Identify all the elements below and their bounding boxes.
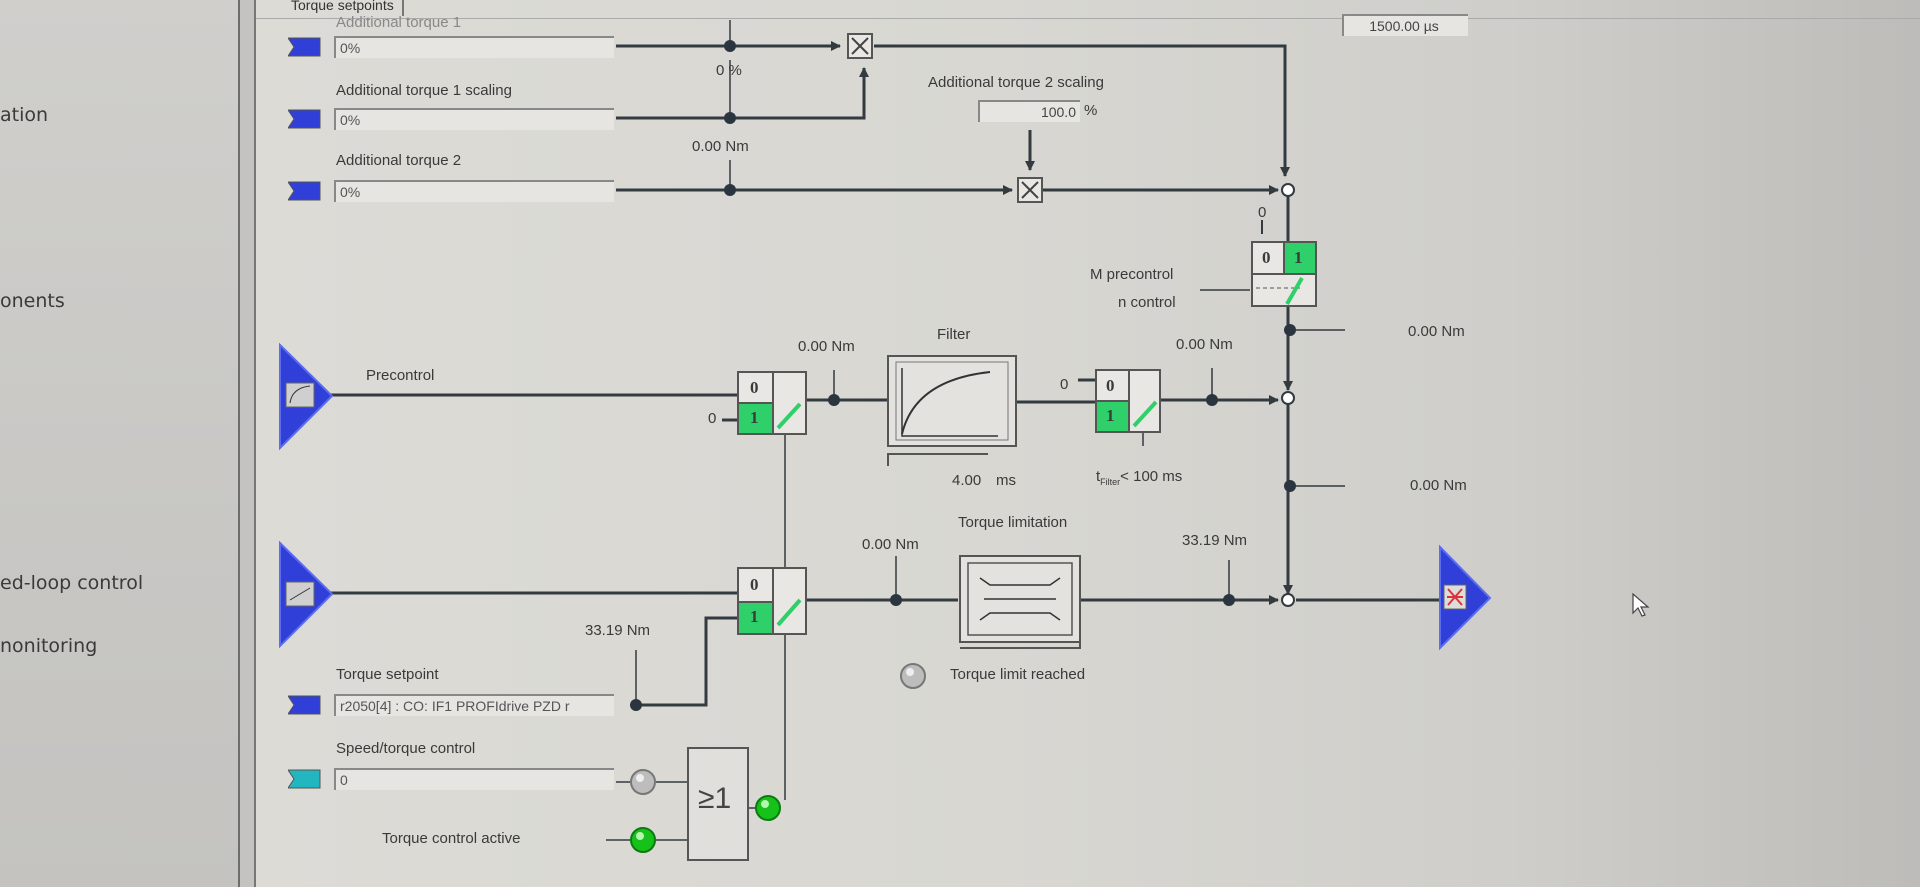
add-torque-1-field[interactable]: 0%: [334, 36, 614, 58]
mode-switch-pos1: 1: [1294, 248, 1303, 267]
filter-switch-zero: 0: [1060, 376, 1069, 393]
filter-label: Filter: [937, 326, 971, 343]
torque-control-active-label: Torque control active: [382, 830, 521, 847]
or-output-led: [755, 795, 781, 821]
switch-filter: [1095, 369, 1161, 433]
speed-torque-control-label: Speed/torque control: [336, 740, 476, 757]
filter-switch-pos1: 1: [1106, 406, 1115, 425]
add1-scaling-readout: 0 %: [716, 62, 742, 79]
filter-time-unit: ms: [996, 472, 1016, 489]
torque-setpoint-field[interactable]: r2050[4] : CO: IF1 PROFIdrive PZD r: [334, 694, 614, 716]
connector-flag-icon[interactable]: [288, 768, 326, 790]
add2-scaling-label: Additional torque 2 scaling: [928, 74, 1104, 91]
tfilter-condition: tFilter< 100 ms: [1096, 468, 1183, 487]
precontrol-switch-pos1: 1: [750, 408, 759, 427]
add2-readout: 0.00 Nm: [692, 138, 749, 155]
tab-torque-setpoints[interactable]: Torque setpoints: [283, 0, 404, 16]
switch-precontrol: [737, 371, 807, 435]
mode-switch-zero: 0: [1258, 204, 1267, 221]
speed-torque-led: [630, 769, 656, 795]
filter-block: [887, 355, 1017, 466]
wire-setpoint: [636, 616, 738, 707]
precontrol-input-connector: [279, 342, 334, 451]
sidebar-item-components[interactable]: onents: [0, 290, 65, 312]
torque-switch-pos1: 1: [750, 607, 759, 626]
or-gate-label: ≥1: [698, 782, 732, 815]
connector-flag-icon[interactable]: [288, 180, 326, 202]
add-torque-1-scaling-field[interactable]: 0%: [334, 108, 614, 130]
precontrol-switch-pos0: 0: [750, 378, 759, 397]
switch-mode: [1251, 241, 1317, 307]
add-torque-1-scaling-label: Additional torque 1 scaling: [336, 82, 512, 99]
speed-input-connector: [279, 540, 334, 649]
mouse-cursor-icon: [1632, 593, 1650, 617]
limit-out-readout: 33.19 Nm: [1182, 532, 1248, 549]
precontrol-switch-zero: 0: [708, 410, 717, 427]
torque-limitation-block: [959, 555, 1081, 649]
setpoint-readout: 33.19 Nm: [585, 622, 651, 639]
diagram-panel: [256, 0, 1920, 887]
splitter[interactable]: [240, 0, 256, 887]
add2-scaling-unit: %: [1084, 102, 1098, 119]
cycle-time-field: 1500.00 µs: [1342, 14, 1468, 36]
right-readout-2: 0.00 Nm: [1410, 477, 1467, 494]
right-readout-1: 0.00 Nm: [1408, 323, 1465, 340]
sidebar-item-monitoring[interactable]: nonitoring: [0, 635, 98, 657]
torque-setpoint-label: Torque setpoint: [336, 666, 439, 683]
wire-mult1-out: [874, 44, 1290, 177]
switch-torque: [737, 567, 807, 635]
filter-time-value[interactable]: 4.00: [952, 472, 982, 489]
tab-divider: [256, 18, 1920, 19]
torque-switch-pos0: 0: [750, 575, 759, 594]
torque-limit-led: [900, 663, 926, 689]
multiplier-1: [847, 33, 873, 59]
mode-switch-pos0: 0: [1262, 248, 1271, 267]
torque-limitation-label: Torque limitation: [958, 514, 1068, 531]
m-precontrol-label: M precontrol: [1090, 266, 1174, 283]
add-torque-1-label: Additional torque 1: [336, 14, 462, 31]
torque-output-connector: [1439, 544, 1492, 651]
torque-control-active-led: [630, 827, 656, 853]
speed-torque-control-field[interactable]: 0: [334, 768, 614, 790]
navigation-sidebar: ation onents ed-loop control nonitoring: [0, 0, 240, 887]
filter-switch-pos0: 0: [1106, 376, 1115, 395]
connector-flag-icon[interactable]: [288, 108, 326, 130]
sidebar-item-configuration[interactable]: ation: [0, 104, 49, 126]
sidebar-item-closed-loop-control[interactable]: ed-loop control: [0, 572, 144, 594]
add-torque-2-label: Additional torque 2: [336, 152, 462, 169]
precontrol-label: Precontrol: [366, 367, 435, 384]
or-gate: [687, 747, 749, 861]
torque-limit-reached-label: Torque limit reached: [950, 666, 1086, 683]
n-control-label: n control: [1118, 294, 1176, 311]
connector-flag-icon[interactable]: [288, 36, 326, 58]
precontrol-readout: 0.00 Nm: [798, 338, 855, 355]
multiplier-2: [1017, 177, 1043, 203]
filter-out-readout: 0.00 Nm: [1176, 336, 1233, 353]
torque-switch-readout: 0.00 Nm: [862, 536, 919, 553]
connector-flag-icon[interactable]: [288, 694, 326, 716]
add-torque-2-field[interactable]: 0%: [334, 180, 614, 202]
add2-scaling-field[interactable]: 100.0: [978, 100, 1080, 122]
wire-add1-scaling: [616, 67, 869, 120]
